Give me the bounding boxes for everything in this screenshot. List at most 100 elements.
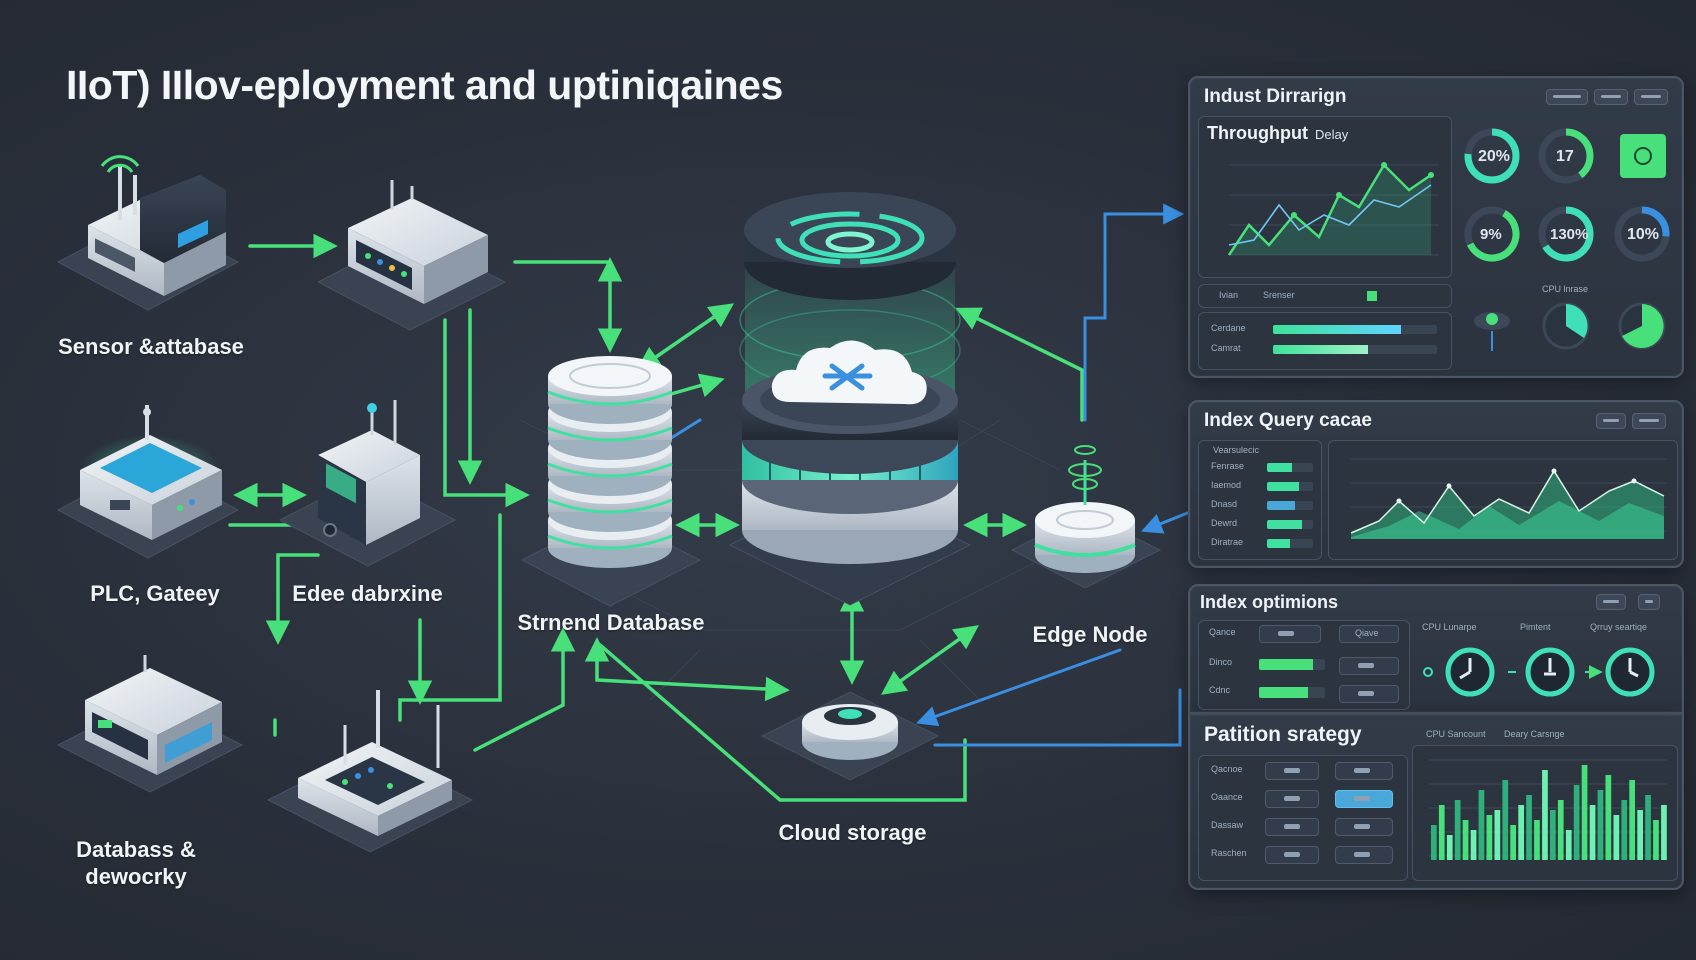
throughput-chart-box: Throughput Delay <box>1198 116 1452 278</box>
panel-title-index-query: Index Query cacae <box>1204 410 1372 431</box>
throughput-label: Throughput <box>1207 123 1308 143</box>
partition-bar <box>1510 825 1516 860</box>
partition-legend-cpu: CPU Sancount <box>1426 729 1486 739</box>
pie-mini-2 <box>1618 302 1666 350</box>
partition-row-toggle[interactable] <box>1335 762 1393 780</box>
panel-title-index-opt: Index optimions <box>1200 592 1339 612</box>
query-row-label: Fenrase <box>1211 461 1245 471</box>
gauge-20 <box>1464 128 1520 184</box>
opt-toggle-dinco[interactable] <box>1339 657 1399 675</box>
cloud-storage-device <box>760 691 940 781</box>
label-cloud-storage: Cloud storage <box>778 820 927 845</box>
edge-node-device <box>1010 445 1162 589</box>
opt-bar-cdnc <box>1259 687 1325 698</box>
partition-bar <box>1605 775 1612 860</box>
partition-row-toggle[interactable] <box>1335 818 1393 836</box>
label-edge-db: Edee dabrxine <box>292 581 443 606</box>
partition-bar <box>1438 805 1445 860</box>
legend-row-box: Ivian Srenser <box>1198 284 1452 308</box>
partition-bar <box>1454 800 1461 860</box>
partition-row-toggle[interactable] <box>1335 846 1393 864</box>
panel-title-partition: Patition srategy <box>1204 723 1362 746</box>
opt-bar-dinco <box>1259 659 1325 670</box>
query-area-chart <box>1350 458 1667 539</box>
row-camrat-bar <box>1273 345 1437 354</box>
panel-btn-3[interactable] <box>1634 89 1668 105</box>
gauge-label-10: 10% <box>1627 226 1660 243</box>
query-area-chart-box <box>1328 440 1678 560</box>
query-row-bar <box>1267 463 1313 472</box>
gauge-17 <box>1538 128 1594 184</box>
panel-btn-opt-2[interactable] <box>1638 594 1660 610</box>
row-camrat-label: Camrat <box>1211 343 1241 353</box>
gateway-device-top <box>316 180 507 331</box>
opt-save-label: Qiave <box>1355 628 1379 638</box>
progress-rows-box: Cerdane Camrat <box>1198 312 1452 370</box>
query-row-bar <box>1267 520 1313 529</box>
partition-bar <box>1494 810 1501 860</box>
query-table-header: Vearsulecic <box>1213 445 1260 455</box>
legend-srenser: Srenser <box>1263 290 1295 300</box>
partition-row-label: Oaance <box>1211 792 1243 802</box>
partition-bar <box>1502 780 1509 860</box>
partition-row-select[interactable] <box>1265 818 1319 836</box>
partition-bar <box>1597 790 1604 860</box>
partition-bar <box>1565 830 1572 860</box>
arrow-core-edge-top <box>955 307 1084 422</box>
partition-bar <box>1534 820 1540 860</box>
partition-bar <box>1629 780 1635 860</box>
row-cerdane-bar <box>1273 325 1437 334</box>
partition-legend-deary: Deary Carsnge <box>1504 729 1565 739</box>
opt-select-qance[interactable] <box>1259 625 1321 643</box>
database-device-bottom <box>56 655 244 793</box>
panel-btn-2[interactable] <box>1594 89 1628 105</box>
opt-controls-box: Qance Qiave Dinco Cdnc <box>1198 620 1410 710</box>
partition-bar <box>1518 805 1524 860</box>
panel-btn-opt-1[interactable] <box>1596 594 1626 610</box>
partition-bar <box>1486 815 1493 860</box>
partition-row-select[interactable] <box>1265 790 1319 808</box>
partition-row-select[interactable] <box>1265 846 1319 864</box>
partition-bar <box>1573 785 1580 860</box>
panel-btn-1[interactable] <box>1546 89 1588 105</box>
stored-database-stack <box>520 356 702 607</box>
arrow-stored-cloud <box>584 637 790 702</box>
partition-bar-chart-box <box>1412 745 1678 881</box>
partition-row-select[interactable] <box>1265 762 1319 780</box>
plc-device <box>56 405 240 559</box>
row-cerdane-label: Cerdane <box>1211 323 1246 333</box>
partition-bar <box>1581 765 1588 860</box>
gauge-label-17: 17 <box>1556 148 1574 165</box>
partition-bar <box>1462 820 1469 860</box>
partition-bar <box>1557 800 1564 860</box>
panel-btn-query-2[interactable] <box>1632 413 1666 429</box>
gauge-label-9: 9% <box>1480 226 1502 243</box>
opt-toggle-cdnc[interactable] <box>1339 685 1399 703</box>
dial-3 <box>1605 647 1655 697</box>
opt-row-cdnc: Cdnc <box>1209 685 1231 695</box>
arrow-edgedb-down <box>265 553 320 645</box>
query-row-bar <box>1267 539 1313 548</box>
opt-legend-pimtent: Pimtent <box>1520 622 1551 632</box>
pie-mini-1 <box>1542 302 1590 350</box>
opt-row-qance: Qance <box>1209 627 1236 637</box>
partition-bar <box>1613 815 1620 860</box>
status-tile <box>1620 134 1666 178</box>
partition-bar <box>1661 805 1667 860</box>
opt-save-button[interactable] <box>1339 625 1399 643</box>
gauge-label-20: 20% <box>1478 148 1511 165</box>
page-title: IIoT) IIlov-eployment and uptiniqaines <box>66 62 783 108</box>
partition-row-toggle[interactable] <box>1335 790 1393 808</box>
dial-1 <box>1445 647 1495 697</box>
arrow-cloud-core <box>881 625 979 695</box>
query-row-label: Dnasd <box>1211 499 1238 509</box>
delay-label: Delay <box>1315 127 1349 142</box>
panel-btn-query-1[interactable] <box>1596 413 1626 429</box>
label-stored-database: Strnend Database <box>517 610 705 635</box>
arrow-top-down <box>443 318 530 508</box>
gauge-label-130: 130% <box>1550 226 1589 243</box>
